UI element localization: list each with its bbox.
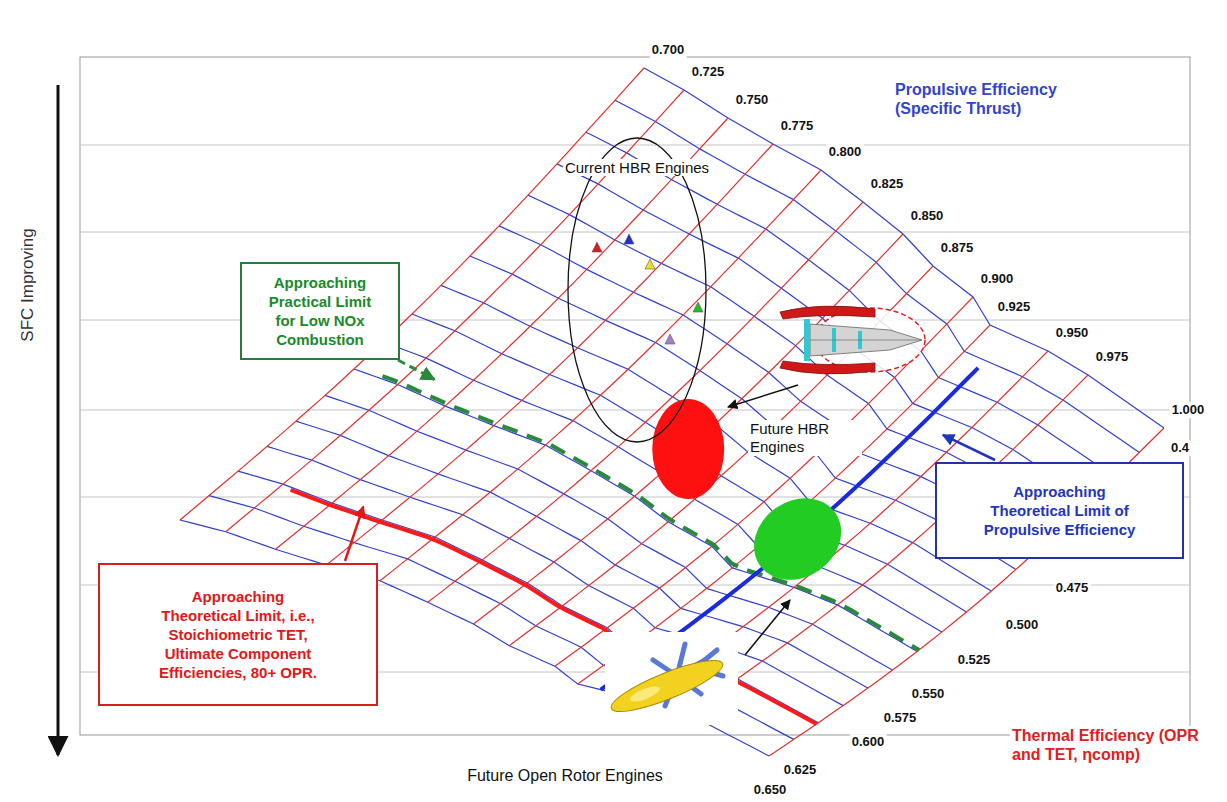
plot-frame bbox=[80, 57, 1190, 735]
propulsive-value: 0.950 bbox=[1054, 325, 1091, 341]
propulsive-grid-line bbox=[509, 266, 933, 646]
region-label: Future HBR Engines bbox=[748, 420, 862, 456]
axis-title: Thermal Efficiency (OPR and TET, ηcomp) bbox=[1010, 726, 1204, 764]
thermal-value: 0.575 bbox=[882, 710, 919, 726]
propulsive-value: 1.000 bbox=[1170, 402, 1207, 418]
engine-group-ellipse: Current HBR Engines bbox=[567, 137, 707, 443]
propulsive-grid-line bbox=[380, 170, 821, 581]
thermal-grid-line bbox=[644, 68, 1164, 428]
future-hbr-region bbox=[652, 399, 724, 499]
propulsive-value: 0.850 bbox=[909, 208, 946, 224]
propulsive-value: 0.900 bbox=[979, 271, 1016, 287]
callout-box: Approaching Theoretical Limit, i.e., Sto… bbox=[98, 563, 378, 706]
node-text: Approaching Theoretical Limit, i.e., Sto… bbox=[150, 587, 326, 682]
callout-box: Approaching Theoretical Limit of Propuls… bbox=[935, 462, 1184, 559]
nox-limit-line bbox=[383, 376, 920, 650]
thermal-value: 0.475 bbox=[1054, 580, 1091, 596]
callout-arrow bbox=[345, 507, 363, 561]
propulsive-value: 0.750 bbox=[734, 92, 771, 108]
thermal-value: 0.550 bbox=[910, 686, 947, 702]
node-text: Current HBR Engines bbox=[563, 159, 711, 176]
thermal-value: 0.525 bbox=[956, 652, 993, 668]
limit-lines bbox=[291, 368, 979, 724]
propulsive-value: 0.725 bbox=[690, 64, 727, 80]
thermal-value: 0.600 bbox=[850, 734, 887, 750]
callout-box: Approaching Practical Limit for Low NOx … bbox=[240, 262, 400, 360]
propulsive-value: 0.875 bbox=[939, 240, 976, 256]
turbofan-illustration bbox=[780, 306, 925, 374]
callout-arrow bbox=[398, 360, 434, 379]
pointer-arrow bbox=[728, 385, 798, 407]
thermal-value: 0.4 bbox=[1169, 440, 1191, 456]
propulsive-value: 0.800 bbox=[827, 144, 864, 160]
propulsive-value: 0.700 bbox=[650, 42, 687, 58]
thermal-grid-line bbox=[557, 164, 1090, 501]
open-rotor-illustration bbox=[605, 632, 738, 725]
propulsive-value: 0.825 bbox=[869, 176, 906, 192]
propulsive-grid-line bbox=[428, 202, 863, 602]
thermal-value: 0.650 bbox=[752, 782, 789, 798]
propulsive-grid-line bbox=[578, 325, 990, 684]
ellipse-outline bbox=[567, 137, 707, 443]
callout-arrow bbox=[943, 435, 995, 460]
axis-title: Propulsive Efficiency (Specific Thrust) bbox=[893, 80, 1097, 118]
node-text: Approaching Practical Limit for Low NOx … bbox=[262, 273, 378, 349]
propulsive-value: 0.775 bbox=[779, 118, 816, 134]
engine-markers bbox=[592, 234, 703, 344]
thermal-value: 0.500 bbox=[1004, 617, 1041, 633]
propulsive-grid-line bbox=[180, 68, 644, 520]
region-label: Future Open Rotor Engines bbox=[465, 766, 665, 785]
propulsive-value: 0.925 bbox=[996, 299, 1033, 315]
pointer-arrow bbox=[745, 600, 790, 655]
callout-arrows bbox=[345, 360, 995, 561]
sfc-arrow bbox=[57, 85, 60, 755]
axis-title: SFC Improving bbox=[18, 226, 38, 343]
node-text: Approaching Theoretical Limit of Propuls… bbox=[977, 482, 1142, 539]
open-rotor-region bbox=[738, 482, 857, 597]
propulsive-value: 0.975 bbox=[1094, 349, 1131, 365]
thermal-value: 0.625 bbox=[782, 762, 819, 778]
